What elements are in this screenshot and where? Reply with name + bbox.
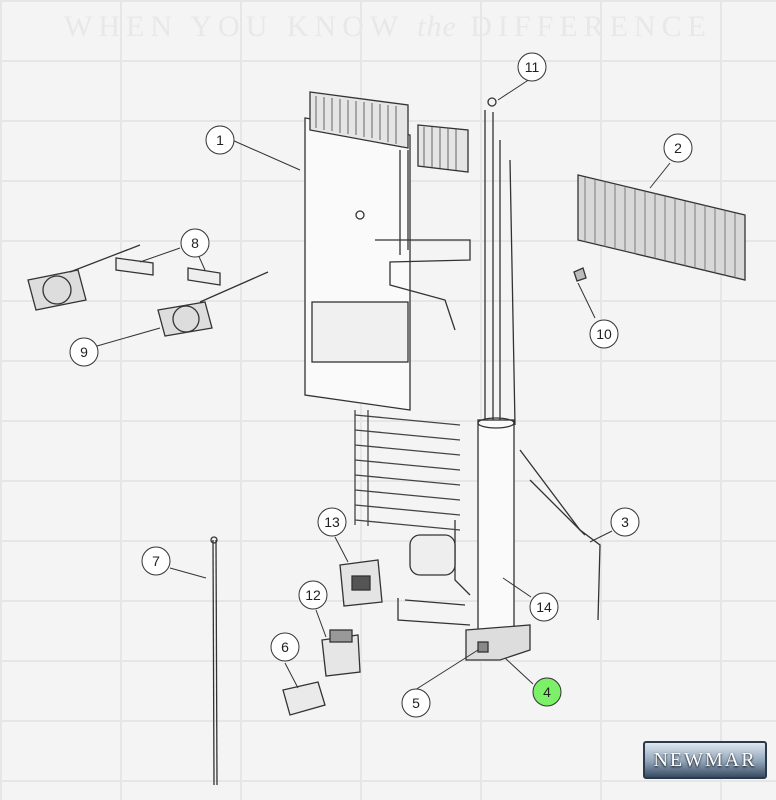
fan-assemblies — [27, 244, 269, 337]
control-modules — [282, 559, 383, 716]
callout-11[interactable]: 11 — [517, 52, 547, 82]
callout-6-label: 6 — [281, 639, 289, 655]
callout-12[interactable]: 12 — [298, 580, 328, 610]
callout-10[interactable]: 10 — [589, 319, 619, 349]
long-rod — [210, 536, 218, 786]
callout-7[interactable]: 7 — [141, 546, 171, 576]
callout-1[interactable]: 1 — [205, 125, 235, 155]
callout-8[interactable]: 8 — [180, 228, 210, 258]
callout-13-label: 13 — [324, 514, 340, 530]
callout-5[interactable]: 5 — [401, 688, 431, 718]
callout-12-label: 12 — [305, 587, 321, 603]
callout-2[interactable]: 2 — [663, 133, 693, 163]
newmar-logo: NEWMAR — [643, 741, 767, 779]
callout-4[interactable]: 4 — [532, 677, 562, 707]
callout-3-label: 3 — [621, 514, 629, 530]
callout-11-label: 11 — [525, 59, 540, 75]
callout-5-label: 5 — [412, 695, 420, 711]
absorber-panel — [304, 91, 471, 411]
callout-14[interactable]: 14 — [529, 592, 559, 622]
tagline-part-1: WHEN YOU KNOW — [64, 10, 404, 43]
coil-condenser — [354, 410, 461, 531]
callout-10-label: 10 — [596, 326, 612, 342]
tagline-part-3: DIFFERENCE — [470, 10, 712, 43]
callout-7-label: 7 — [152, 553, 160, 569]
callout-2-label: 2 — [674, 140, 682, 156]
logo-text: NEWMAR — [653, 748, 757, 771]
thermocouple-wire — [519, 449, 601, 621]
tagline-part-2: the — [417, 10, 457, 43]
cooling-tubes — [397, 110, 516, 636]
callout-4-label: 4 — [543, 684, 551, 700]
leader-lines — [96, 78, 671, 691]
burner-box — [465, 624, 531, 661]
callout-3[interactable]: 3 — [610, 507, 640, 537]
callout-9[interactable]: 9 — [69, 337, 99, 367]
callout-14-label: 14 — [536, 599, 552, 615]
mounting-brackets — [115, 257, 221, 286]
small-fittings — [487, 97, 587, 282]
fin-panel — [577, 174, 746, 281]
brand-tagline: WHEN YOU KNOW the DIFFERENCE — [0, 10, 776, 44]
callout-13[interactable]: 13 — [317, 507, 347, 537]
callout-6[interactable]: 6 — [270, 632, 300, 662]
callout-1-label: 1 — [216, 132, 224, 148]
callout-9-label: 9 — [80, 344, 88, 360]
callout-8-label: 8 — [191, 235, 199, 251]
